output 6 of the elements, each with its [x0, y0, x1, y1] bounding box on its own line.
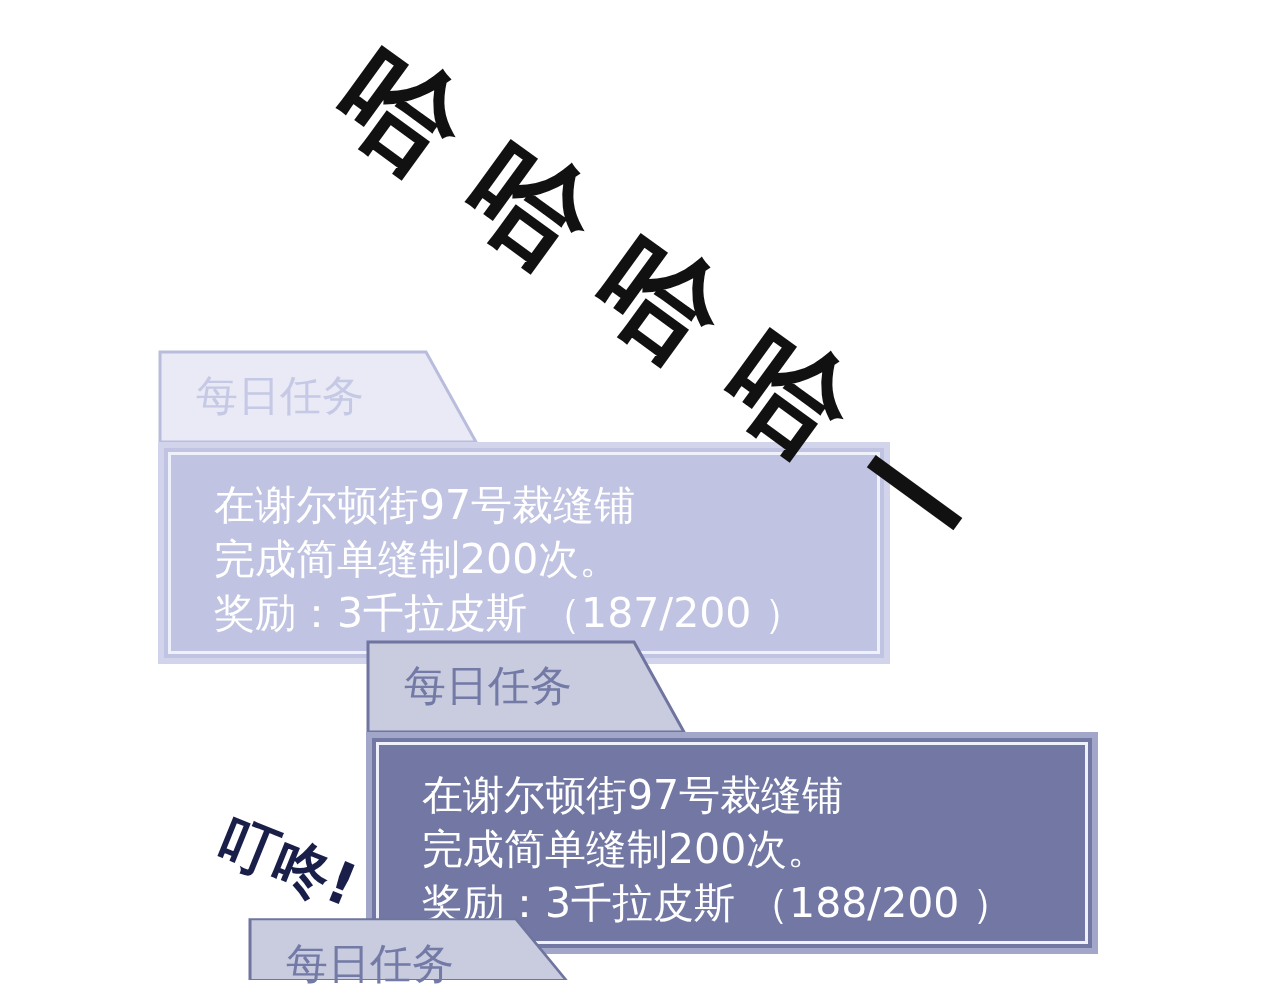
- quest-description: 在谢尔顿街97号裁缝铺完成简单缝制200次。: [214, 480, 637, 585]
- sound-effect-text: 叮咚!: [208, 802, 368, 923]
- reward-text: 奖励：3千拉皮斯 （187/200 ）: [214, 588, 807, 639]
- tab-title: 每日任务: [404, 660, 572, 712]
- tab-title: 每日任务: [286, 938, 454, 990]
- quest-description: 在谢尔顿街97号裁缝铺完成简单缝制200次。: [422, 770, 845, 875]
